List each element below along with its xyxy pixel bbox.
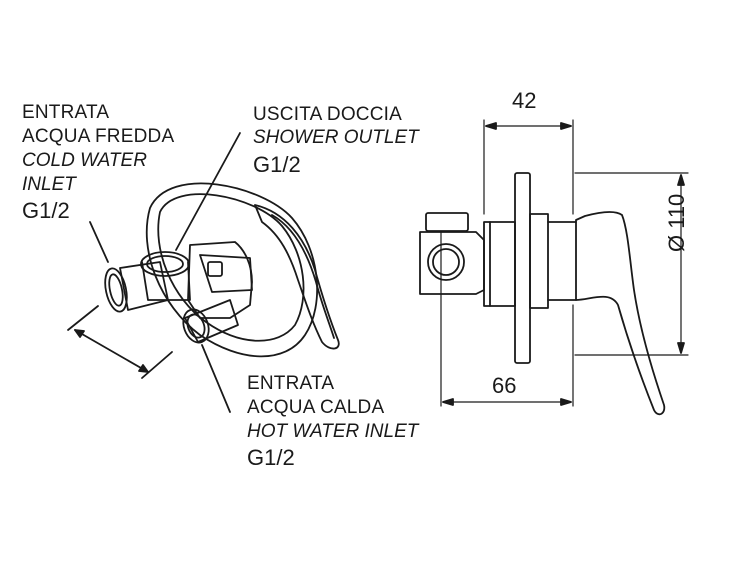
shower-outlet-thread: G1/2 <box>253 152 301 177</box>
cold-inlet-label-en-1: COLD WATER <box>22 150 147 171</box>
cold-inlet-thread: G1/2 <box>22 198 70 223</box>
dimension-66-label: 66 <box>492 373 517 398</box>
body-section <box>483 221 516 307</box>
shower-outlet-pipe <box>141 261 191 301</box>
wall-plate-outer <box>145 182 319 358</box>
leader-cold-inlet <box>89 221 109 263</box>
side-inlet-ring-inner <box>432 248 460 276</box>
cold-inlet-end <box>104 267 128 313</box>
front-sleeve <box>529 213 549 309</box>
hot-inlet-label-it-1: ENTRATA <box>247 373 335 394</box>
side-inlet-body <box>419 231 485 295</box>
mixer-isometric-view <box>67 182 340 379</box>
leader-shower-outlet <box>175 132 241 251</box>
shower-outlet-end-inner <box>146 255 184 273</box>
shower-outlet-end <box>140 251 190 277</box>
mixer-side-view <box>419 119 689 416</box>
hot-inlet-pipe <box>184 299 239 343</box>
body-nut <box>207 261 223 277</box>
side-inlet-fitting <box>425 212 469 232</box>
leader-hot-inlet <box>201 344 231 413</box>
wall-plate-inner <box>157 193 305 342</box>
hot-inlet-label-it-2: ACQUA CALDA <box>247 397 385 418</box>
dimension-diameter-label: Ø 110 <box>664 193 689 252</box>
cold-inlet-end-inner <box>108 273 124 307</box>
lever-handle-inner <box>271 214 335 339</box>
side-lever <box>575 211 666 416</box>
shower-outlet-label-it: USCITA DOCCIA <box>253 104 402 125</box>
shower-outlet-label-en: SHOWER OUTLET <box>253 127 419 148</box>
dimension-42-label: 42 <box>512 88 537 113</box>
inlet-spacing-dimension <box>74 329 149 373</box>
wall-flange <box>514 172 531 364</box>
lever-handle <box>254 204 340 350</box>
side-inlet-ring <box>427 243 465 281</box>
cold-inlet-label-it-1: ENTRATA <box>22 102 110 123</box>
hot-inlet-label-en: HOT WATER INLET <box>247 421 419 442</box>
body-boss <box>199 254 253 293</box>
hot-inlet-thread: G1/2 <box>247 445 295 470</box>
cold-inlet-label-en-2: INLET <box>22 174 76 195</box>
hot-inlet-end-inner <box>186 313 206 339</box>
hot-inlet-end <box>182 308 210 344</box>
cold-inlet-label-it-2: ACQUA FREDDA <box>22 126 175 147</box>
mixer-body <box>187 241 253 319</box>
